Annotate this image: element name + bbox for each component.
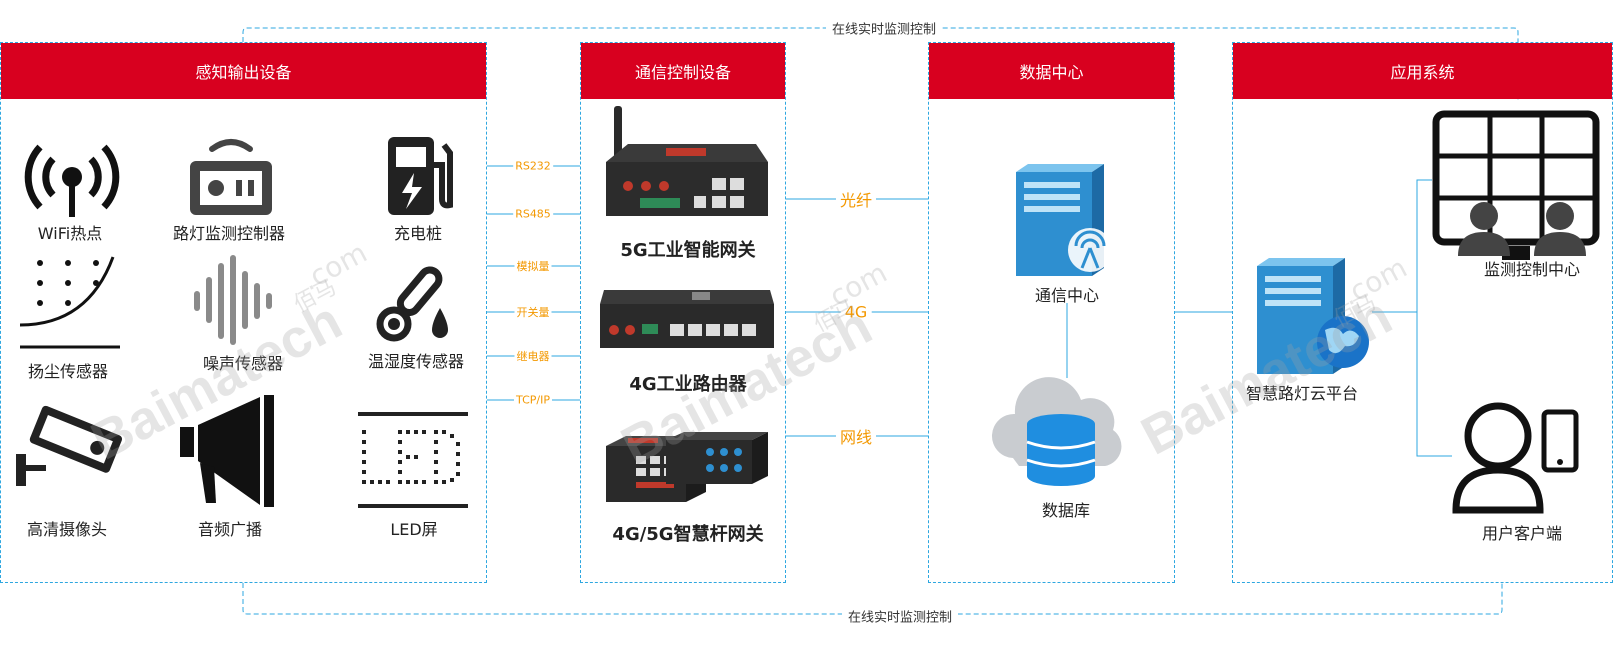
smart-pole-gateway-icon: [606, 432, 768, 502]
data-label-database: 数据库: [1041, 501, 1091, 520]
server-globe-icon: [1257, 258, 1369, 374]
protocol-rs232: RS232: [513, 159, 553, 173]
protocol-relay: 继电器: [514, 348, 552, 364]
bottom-loop-label: 在线实时监测控制: [841, 606, 959, 626]
sensing-label-speaker: 音频广播: [197, 520, 263, 539]
monitor-wall-icon: [1432, 110, 1600, 260]
data-label-comm-center: 通信中心: [1034, 286, 1100, 305]
protocol-rs485: RS485: [513, 207, 553, 221]
app-label-monitor: 监测控制中心: [1483, 260, 1581, 279]
server-antenna-icon: [1016, 164, 1112, 276]
sensing-panel: 感知输出设备: [0, 42, 487, 583]
sensing-label-thermo: 温湿度传感器: [367, 352, 465, 371]
dust-sensor-icon: [19, 256, 120, 349]
top-loop-label: 在线实时监测控制: [825, 18, 943, 38]
streetlight-controller-icon: [190, 139, 272, 215]
protocol-analog: 模拟量: [514, 258, 552, 274]
led-screen-icon: [358, 412, 468, 508]
cloud-database-icon: [991, 377, 1122, 486]
charging-pile-icon: [388, 137, 453, 215]
speaker-icon: [180, 395, 274, 507]
comm-label-pole: 4G/5G智慧杆网关: [612, 524, 764, 545]
comm-panel-title: 通信控制设备: [581, 43, 785, 99]
comm-panel: 通信控制设备: [580, 42, 786, 583]
app-panel-title: 应用系统: [1233, 43, 1612, 99]
data-panel: 数据中心: [928, 42, 1175, 583]
sensing-label-dust: 扬尘传感器: [27, 362, 109, 381]
5g-gateway-icon: [606, 106, 768, 216]
sensing-label-controller: 路灯监测控制器: [172, 224, 286, 243]
sensing-label-charging: 充电桩: [393, 224, 443, 243]
link-fiber: 光纤: [835, 187, 877, 211]
4g-router-icon: [600, 290, 774, 348]
protocol-switch: 开关量: [514, 304, 552, 320]
sensing-label-wifi: WiFi热点: [37, 224, 103, 243]
user-phone-icon: [1452, 402, 1579, 514]
data-panel-title: 数据中心: [929, 43, 1174, 99]
protocol-tcpip: TCP/IP: [514, 393, 552, 407]
noise-sensor-icon: [194, 255, 272, 345]
thermometer-icon: [376, 266, 448, 342]
app-label-platform: 智慧路灯云平台: [1245, 384, 1359, 403]
link-4g: 4G: [840, 302, 872, 322]
sensing-panel-title: 感知输出设备: [1, 43, 486, 99]
comm-label-4g: 4G工业路由器: [629, 374, 747, 395]
wifi-hotspot-icon: [24, 144, 120, 217]
link-ethernet: 网线: [835, 424, 877, 448]
camera-icon: [16, 405, 123, 486]
sensing-label-camera: 高清摄像头: [26, 520, 108, 539]
app-label-client: 用户客户端: [1481, 524, 1563, 543]
sensing-label-led: LED屏: [390, 520, 438, 539]
comm-label-5g: 5G工业智能网关: [620, 240, 756, 261]
sensing-label-noise: 噪声传感器: [202, 354, 284, 373]
